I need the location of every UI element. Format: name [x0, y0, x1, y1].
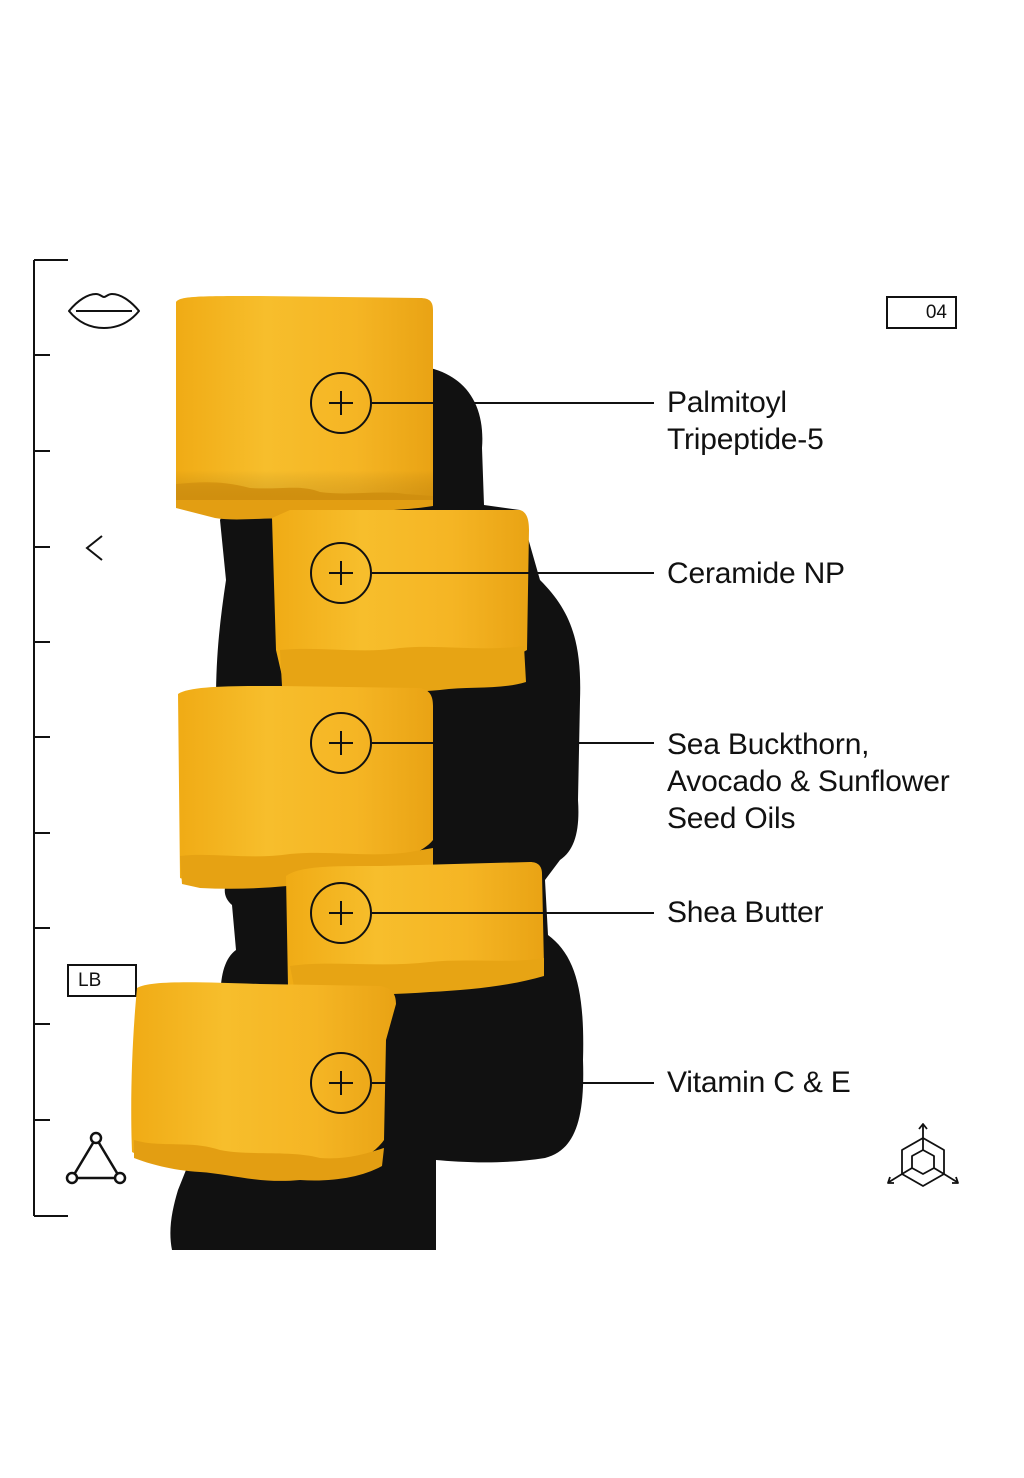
plus-circle-icon [310, 542, 372, 604]
ingredient-label-shea: Shea Butter [667, 896, 824, 929]
badge-left: LB [67, 964, 137, 997]
ruler [33, 259, 68, 1217]
chevron-left-icon[interactable] [82, 533, 108, 563]
cube-axes-icon [887, 1123, 959, 1187]
wax-piece-1 [176, 296, 433, 520]
ingredient-label-palmitoyl: Palmitoyl Tripeptide-5 [667, 386, 824, 456]
wax-piece-3 [178, 686, 433, 889]
wax-piece-2 [272, 510, 529, 696]
lips-icon [68, 293, 140, 329]
badge-top-right: 04 [886, 296, 957, 329]
badge-left-text: LB [78, 969, 102, 991]
plus-circle-icon [310, 1052, 372, 1114]
plus-circle-icon [310, 882, 372, 944]
ingredient-label-vitamin: Vitamin C & E [667, 1066, 851, 1099]
ingredient-label-ceramide: Ceramide NP [667, 557, 845, 590]
badge-top-right-text: 04 [925, 301, 947, 323]
ingredient-label-oils: Sea Buckthorn, Avocado & Sunflower Seed … [667, 728, 950, 835]
wax-piece-4 [286, 862, 544, 995]
plus-circle-icon [310, 712, 372, 774]
wax-piece-5 [131, 982, 397, 1181]
triangle-nodes-icon [65, 1131, 127, 1185]
plus-circle-icon [310, 372, 372, 434]
